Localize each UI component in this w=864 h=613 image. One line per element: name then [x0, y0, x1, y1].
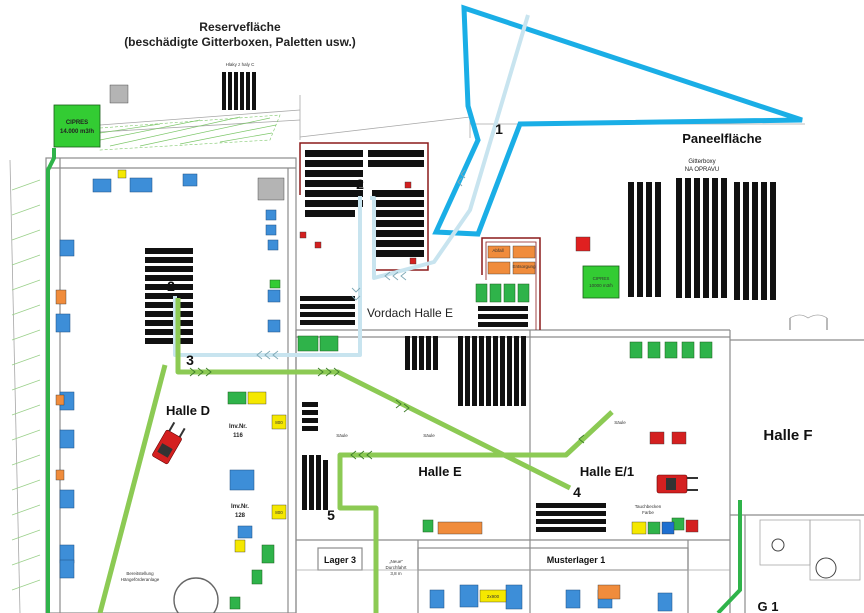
- halle-e1-label: Halle E/1: [580, 464, 634, 479]
- box-800-a-label: 800: [275, 420, 283, 425]
- halle-e-label: Halle E: [418, 464, 462, 479]
- halle-f-label: Halle F: [763, 427, 812, 444]
- entsorgung-label: Entsorgung: [512, 264, 536, 269]
- cipres-2-name: CIPRES: [593, 276, 610, 281]
- musterlager-1-label: Musterlager 1: [547, 555, 606, 565]
- route-light-blue: [173, 14, 530, 357]
- inv-116-label-1: Inv.Nr.: [229, 424, 247, 430]
- parking-stripes: [11, 179, 41, 591]
- box-800-b-label: 800: [275, 510, 283, 515]
- bereitstellung-label-2: Hängeförderanlage: [121, 577, 160, 582]
- route-green-pipe: [46, 148, 742, 613]
- route-number-4: 4: [573, 484, 581, 500]
- inv-128-label-2: 128: [235, 513, 246, 519]
- rack-halle-d: [145, 248, 193, 344]
- cipres-unit-1: CIPRES 14.000 m3/h: [53, 104, 101, 148]
- lager-3-label: Lager 3: [324, 555, 356, 565]
- markers-misc: [55, 84, 699, 603]
- route-number-2b: 2: [167, 278, 175, 294]
- halle-d-label: Halle D: [166, 403, 210, 418]
- rack-reserve: [222, 72, 256, 110]
- route-number-labels: 1 2 2 3 4 5: [167, 121, 581, 523]
- saeule-1-label: Säule: [336, 433, 348, 438]
- building-walls: [9, 95, 864, 613]
- tauchbecken-label-2: Farbe: [642, 510, 654, 515]
- markers-green: [227, 279, 713, 610]
- route-number-1: 1: [495, 121, 503, 137]
- gitterboxy-label-1: Gitterboxy: [688, 159, 715, 165]
- cipres-1-value: 14.000 m3/h: [60, 129, 94, 135]
- paneel-area-outline: [432, 4, 803, 237]
- inv-116-label-2: 116: [233, 433, 243, 439]
- reserve-area-hatch: [99, 114, 281, 151]
- box-2x900-label: 2x900: [487, 594, 500, 599]
- bereitstellung-label-1: Bereitstellung: [126, 571, 154, 576]
- meeting-table-icon: [771, 538, 837, 579]
- rotary-device-icon: [173, 577, 219, 613]
- g1-label: G 1: [758, 599, 779, 613]
- neue-durchfahrt-label-1: „Neue": [389, 559, 403, 564]
- gitterboxy-label-2: NA OPRAVU: [685, 167, 720, 173]
- equipment-blue: [55, 173, 673, 612]
- plan-labels: Reservefläche (beschädigte Gitterboxen, …: [121, 20, 813, 613]
- route-number-5: 5: [327, 507, 335, 523]
- neue-durchfahrt-label-3: 3,8 m: [390, 571, 402, 576]
- tauchbecken-label-1: Tauchbecken: [635, 504, 662, 509]
- neue-durchfahrt-label-2: Durchfahrt: [385, 565, 407, 570]
- route-green: [97, 298, 614, 613]
- forklift-icon: [152, 421, 698, 494]
- rack-vordach-upper: [305, 150, 424, 257]
- inv-128-label-1: Inv.Nr.: [231, 504, 249, 510]
- cipres-2-value: 10000 m3/h: [589, 283, 613, 288]
- route-number-3: 3: [186, 352, 194, 368]
- route-arrows-green: [189, 367, 585, 460]
- reserve-title-line1: Reservefläche: [199, 20, 281, 34]
- cipres-1-name: CIPRES: [66, 120, 88, 126]
- vordach-halle-e-label: Vordach Halle E: [367, 306, 453, 320]
- cipres-unit-2: CIPRES 10000 m3/h: [582, 265, 620, 299]
- reserve-title-line2: (beschädigte Gitterboxen, Paletten usw.): [124, 35, 356, 49]
- abfall-label: Abfall: [492, 248, 503, 253]
- route-arrows: [256, 169, 466, 360]
- rack-halle-e: [302, 336, 606, 532]
- route-number-2a: 2: [356, 176, 364, 192]
- haly-z-haly-c-label: Hlaky z haly C: [226, 62, 256, 67]
- saeule-3-label: Säule: [614, 420, 626, 425]
- rack-paneel: [628, 178, 776, 300]
- rack-vordach-lower: [300, 296, 528, 327]
- pallet-racks: [145, 72, 776, 532]
- saeule-2-label: Säule: [423, 433, 435, 438]
- paneelflaeche-label: Paneelfläche: [682, 131, 762, 146]
